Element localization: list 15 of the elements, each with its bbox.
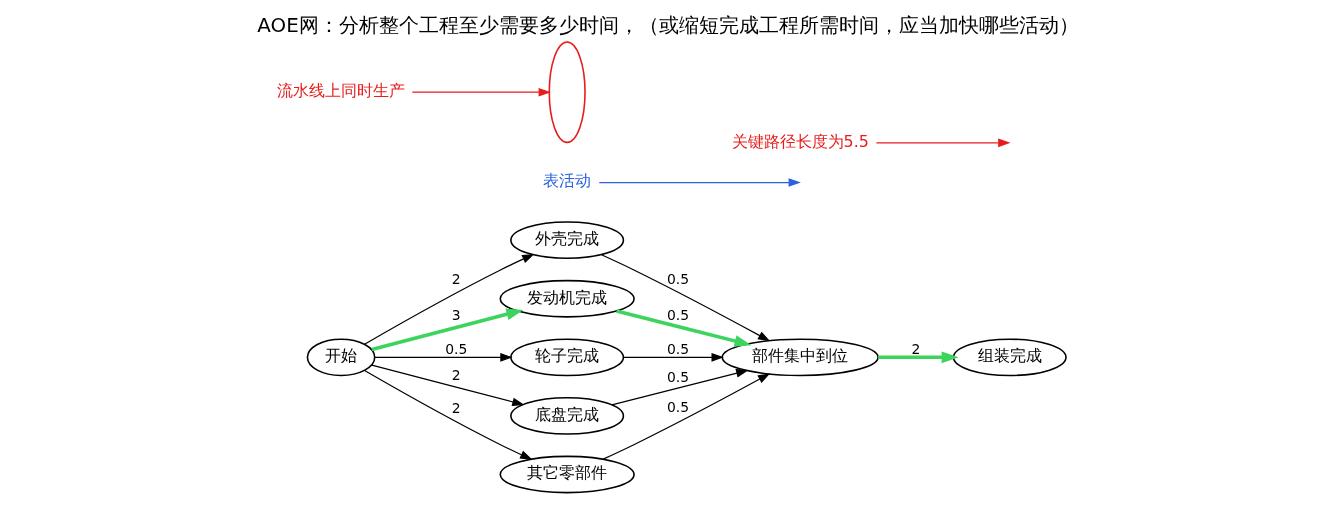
edge-label: 3: [451, 306, 461, 323]
node-text: 关键路径长度为5.5: [731, 131, 869, 151]
edge-label: 0.5: [445, 340, 468, 357]
edge-label: 2: [451, 271, 461, 288]
diagram-title: AOE网：分析整个工程至少需要多少时间，（或缩短完成工程所需时间，应当加快哪些活动）: [257, 14, 1079, 38]
node-text: 表活动: [543, 171, 592, 191]
edge-label: 0.5: [667, 340, 690, 357]
edge-label: 0.5: [667, 369, 690, 386]
node-text: 流水线上同时生产: [277, 80, 406, 100]
edge-label: 2: [911, 340, 921, 357]
edge-label: 2: [451, 400, 461, 417]
edge-label: 0.5: [667, 399, 690, 416]
edge-label: 0.5: [667, 306, 690, 323]
edge-label: 0.5: [667, 271, 690, 288]
edge-label: 2: [451, 367, 461, 384]
